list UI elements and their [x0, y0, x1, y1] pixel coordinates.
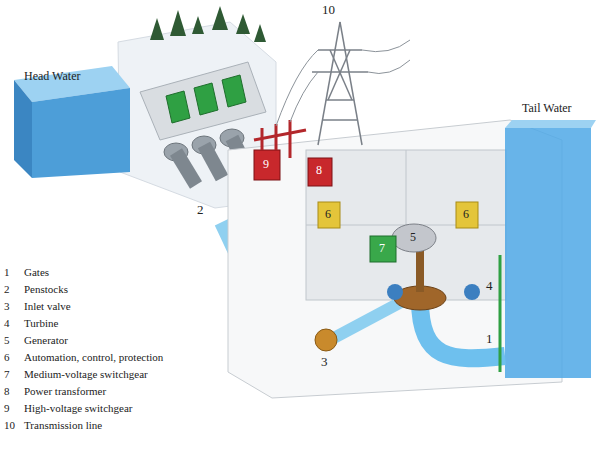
key-number: 9	[4, 402, 10, 414]
callout-number: 2	[197, 203, 204, 217]
key-number: 5	[4, 334, 10, 346]
callout-number: 1	[486, 332, 493, 346]
pipe-end	[464, 284, 480, 300]
tail-water	[505, 128, 591, 378]
wall-line	[406, 150, 407, 225]
callout-number: 9	[263, 158, 269, 171]
part-name: Medium-voltage switchgear	[24, 368, 148, 380]
head-water-side	[14, 80, 32, 178]
part-name: Generator	[24, 334, 68, 346]
control-cabinet	[456, 202, 478, 228]
spiral-feed	[330, 300, 405, 340]
intake-gates	[166, 75, 246, 123]
key-number: 2	[4, 283, 10, 295]
callout-number: 4	[486, 279, 493, 293]
part-name: High-voltage switchgear	[24, 402, 132, 414]
part-name: Power transformer	[24, 385, 106, 397]
key-number: 1	[4, 266, 10, 278]
inlet-valve	[315, 329, 337, 351]
tail-water-surface	[505, 120, 596, 128]
callout-number: 10	[322, 3, 335, 17]
intake-structure	[140, 62, 266, 140]
part-name: Inlet valve	[24, 300, 71, 312]
trees	[150, 6, 266, 42]
part-name: Turbine	[24, 317, 58, 329]
control-cabinet	[318, 202, 340, 228]
key-number: 8	[4, 385, 10, 397]
shaft	[416, 250, 424, 292]
part-name: Automation, control, protection	[24, 351, 163, 363]
transmission-tower	[312, 22, 368, 145]
callout-number: 3	[321, 355, 328, 369]
head-water-body	[32, 88, 130, 178]
water-label: Head Water	[24, 70, 80, 83]
callout-number: 5	[410, 231, 416, 244]
power-transformer	[308, 158, 332, 186]
hv-switchgear	[254, 150, 280, 180]
callout-number: 7	[379, 242, 385, 255]
generator	[392, 224, 436, 252]
power-lines	[276, 40, 410, 126]
pipe-end	[387, 284, 403, 300]
callout-number: 6	[463, 208, 469, 221]
callout-number: 6	[325, 208, 331, 221]
key-number: 4	[4, 317, 10, 329]
water-label: Tail Water	[522, 102, 572, 115]
key-number: 10	[4, 419, 15, 431]
tailrace-gate	[499, 255, 502, 372]
key-number: 6	[4, 351, 10, 363]
part-name: Gates	[24, 266, 49, 278]
powerhouse-rooms	[306, 150, 506, 300]
key-number: 7	[4, 368, 10, 380]
hv-frame	[254, 120, 306, 158]
callout-number: 8	[316, 164, 322, 177]
mv-switchgear	[370, 236, 396, 262]
part-name: Penstocks	[24, 283, 68, 295]
key-number: 3	[4, 300, 10, 312]
part-name: Transmission line	[24, 419, 102, 431]
